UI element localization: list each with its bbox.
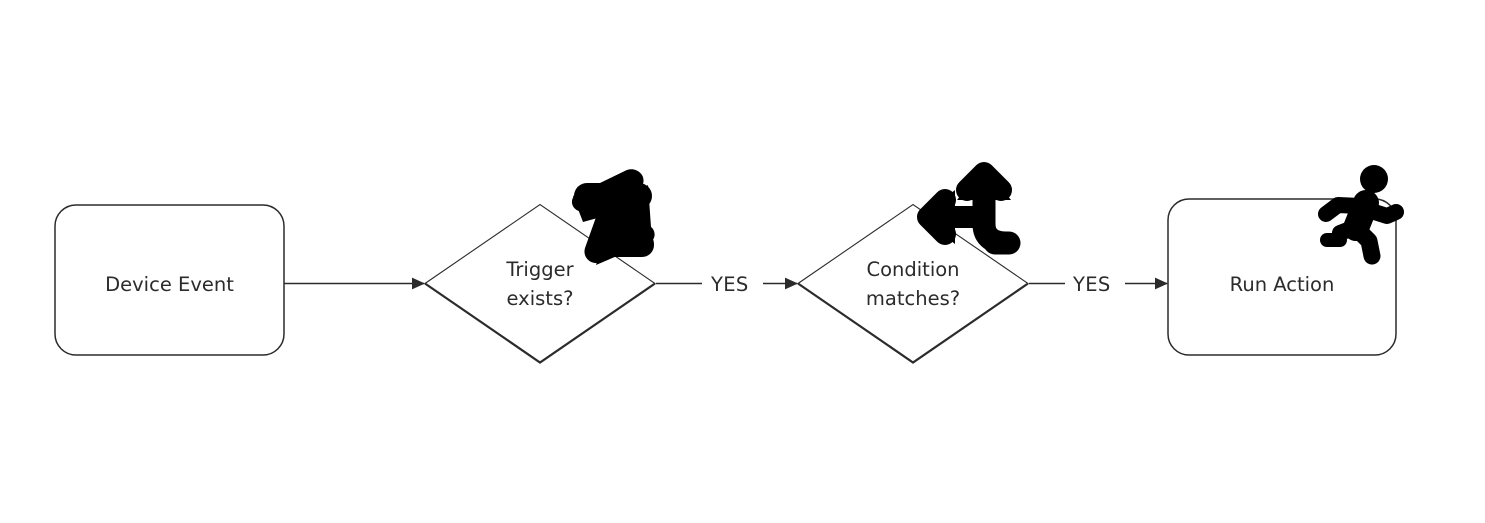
edge-condition-to-action-arrowhead — [1155, 277, 1168, 290]
branch-arrow-left-head-stroke — [917, 189, 956, 245]
edge-event-to-trigger — [284, 277, 425, 290]
edge-trigger-to-condition-arrowhead — [785, 277, 798, 290]
branch-arrow-up-head-stroke — [956, 162, 1012, 201]
trigger-exists-label-line2: exists? — [507, 287, 574, 310]
running-person-rear-arm — [1318, 197, 1368, 222]
lightning-bolt-icon — [571, 169, 655, 265]
lightning-bolt-crossbar-lower — [588, 232, 654, 257]
running-person-front-arm — [1360, 202, 1404, 224]
node-device-event[interactable]: Device Event — [54, 204, 285, 356]
running-person-front-leg — [1348, 220, 1381, 265]
condition-matches-label-line2: matches? — [866, 287, 960, 310]
edge-condition-to-action: YES — [1029, 273, 1168, 296]
run-action-label: Run Action — [1230, 273, 1335, 296]
device-event-shape[interactable] — [54, 204, 285, 356]
edge-label-yes-2: YES — [1072, 273, 1111, 296]
running-person-rear-leg — [1332, 220, 1361, 241]
edge-label-yes-1: YES — [710, 273, 749, 296]
condition-matches-label-line1: Condition — [866, 258, 959, 281]
trigger-exists-label-line1: Trigger — [505, 258, 574, 281]
lightning-bolt-crossbar — [574, 183, 652, 209]
edge-event-to-trigger-arrowhead — [412, 277, 425, 290]
trigger-exists-shape-lower-edges — [424, 282, 656, 364]
node-condition-matches[interactable]: Condition matches? — [797, 203, 1029, 364]
running-person-icon — [1318, 165, 1404, 265]
condition-matches-shape-lower-edges — [797, 282, 1029, 364]
device-event-label: Device Event — [105, 273, 234, 296]
branch-arrow-icon — [917, 162, 1021, 255]
edge-trigger-to-condition: YES — [656, 273, 798, 296]
running-person-head — [1360, 165, 1388, 193]
